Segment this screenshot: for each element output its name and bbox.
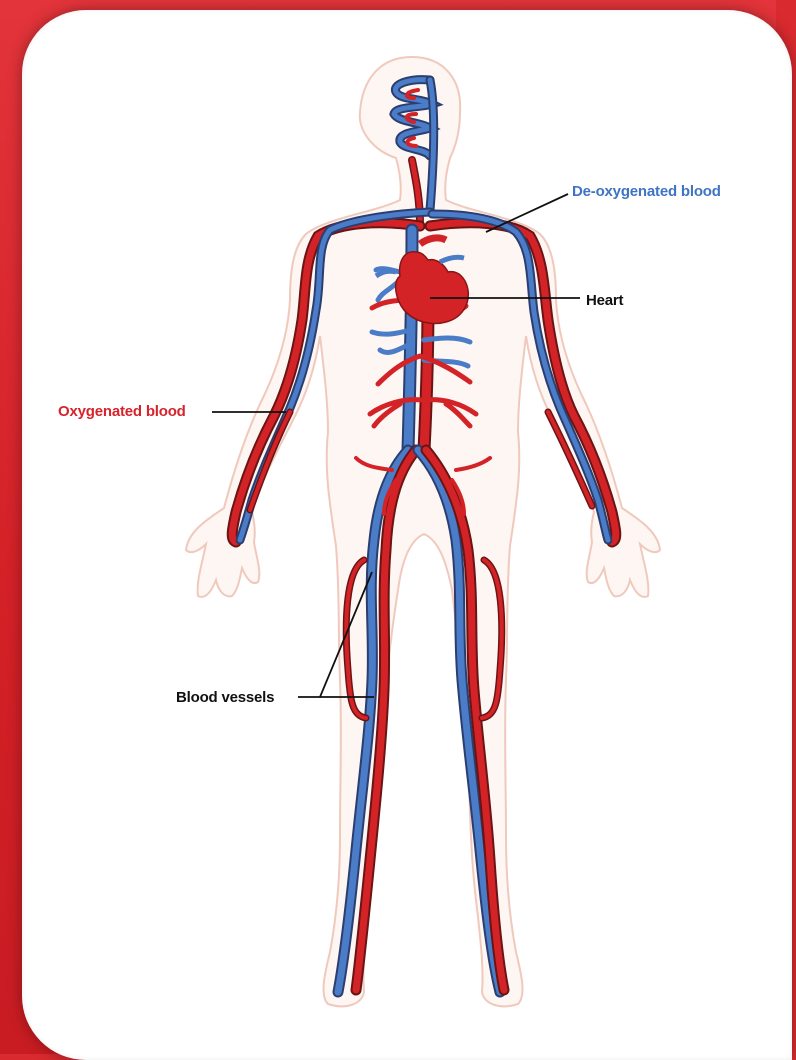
blood-vessels-label: Blood vessels: [176, 689, 274, 706]
deoxygenated-blood-label: De-oxygenated blood: [572, 183, 721, 200]
heart-label: Heart: [586, 292, 623, 309]
oxygenated-blood-label: Oxygenated blood: [58, 403, 186, 420]
